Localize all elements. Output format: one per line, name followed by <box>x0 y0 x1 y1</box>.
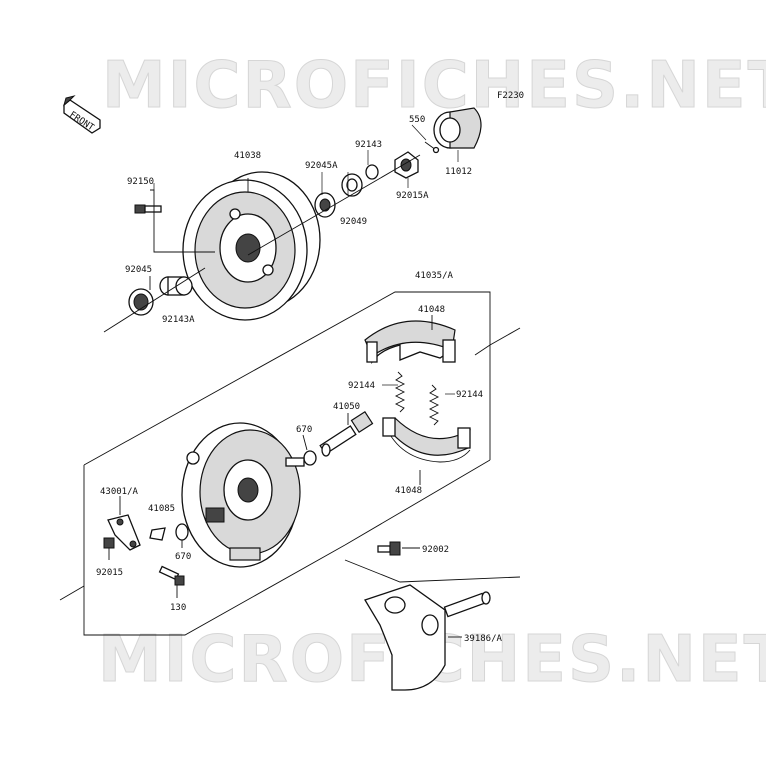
collar-92049 <box>341 173 363 197</box>
label-41048-top: 41048 <box>418 305 445 315</box>
label-41048-bottom: 41048 <box>395 486 422 496</box>
cotter-pin-550 <box>424 141 440 154</box>
nut-92015A <box>394 151 419 179</box>
label-92015A: 92015A <box>396 191 429 201</box>
brake-shoe-top-41048 <box>364 320 456 365</box>
label-92049: 92049 <box>340 217 367 227</box>
indicator-41085 <box>149 527 166 541</box>
brake-panel <box>181 422 305 568</box>
label-41038: 41038 <box>234 151 261 161</box>
watermark-top: MICROFICHES.NET <box>102 49 766 123</box>
label-92144-left: 92144 <box>348 381 375 391</box>
label-92045: 92045 <box>125 265 152 275</box>
label-92015: 92015 <box>96 568 123 578</box>
label-92150: 92150 <box>127 177 154 187</box>
cap-11012 <box>433 107 482 149</box>
cam-shaft-41050 <box>319 410 374 457</box>
label-550: 550 <box>409 115 425 125</box>
label-41085: 41085 <box>148 504 175 514</box>
brake-shoe-bottom-41048 <box>382 417 471 463</box>
label-670-top: 670 <box>296 425 312 435</box>
label-92144-right: 92144 <box>456 390 483 400</box>
label-92045A: 92045A <box>305 161 338 171</box>
label-43001A: 43001/A <box>100 487 139 497</box>
nut-92015 <box>103 537 115 560</box>
label-11012: 11012 <box>445 167 472 177</box>
spring-right-92144 <box>428 384 440 426</box>
bolt-92150 <box>134 204 162 214</box>
washer-92143 <box>365 164 379 180</box>
front-arrow-icon: FRONT <box>63 95 101 134</box>
bearing-92045A <box>314 192 336 218</box>
brake-drum-41038 <box>182 171 321 321</box>
bearing-92045 <box>128 288 154 316</box>
bolt-130 <box>158 565 185 586</box>
hub-39186A <box>364 584 491 691</box>
spring-left-92144 <box>394 371 406 413</box>
label-670-bottom: 670 <box>175 552 191 562</box>
diagram-code: F2230 <box>497 91 524 101</box>
label-92143A: 92143A <box>162 315 195 325</box>
label-92002: 92002 <box>422 545 449 555</box>
brake-lever-43001A <box>107 514 141 551</box>
label-130: 130 <box>170 603 186 613</box>
label-39186A: 39186/A <box>464 634 503 644</box>
o-ring-670-bottom <box>175 523 189 541</box>
label-92143: 92143 <box>355 140 382 150</box>
label-41035A: 41035/A <box>415 271 454 281</box>
label-41050: 41050 <box>333 402 360 412</box>
o-ring-670-top <box>303 450 317 466</box>
bolt-92002 <box>377 541 401 556</box>
